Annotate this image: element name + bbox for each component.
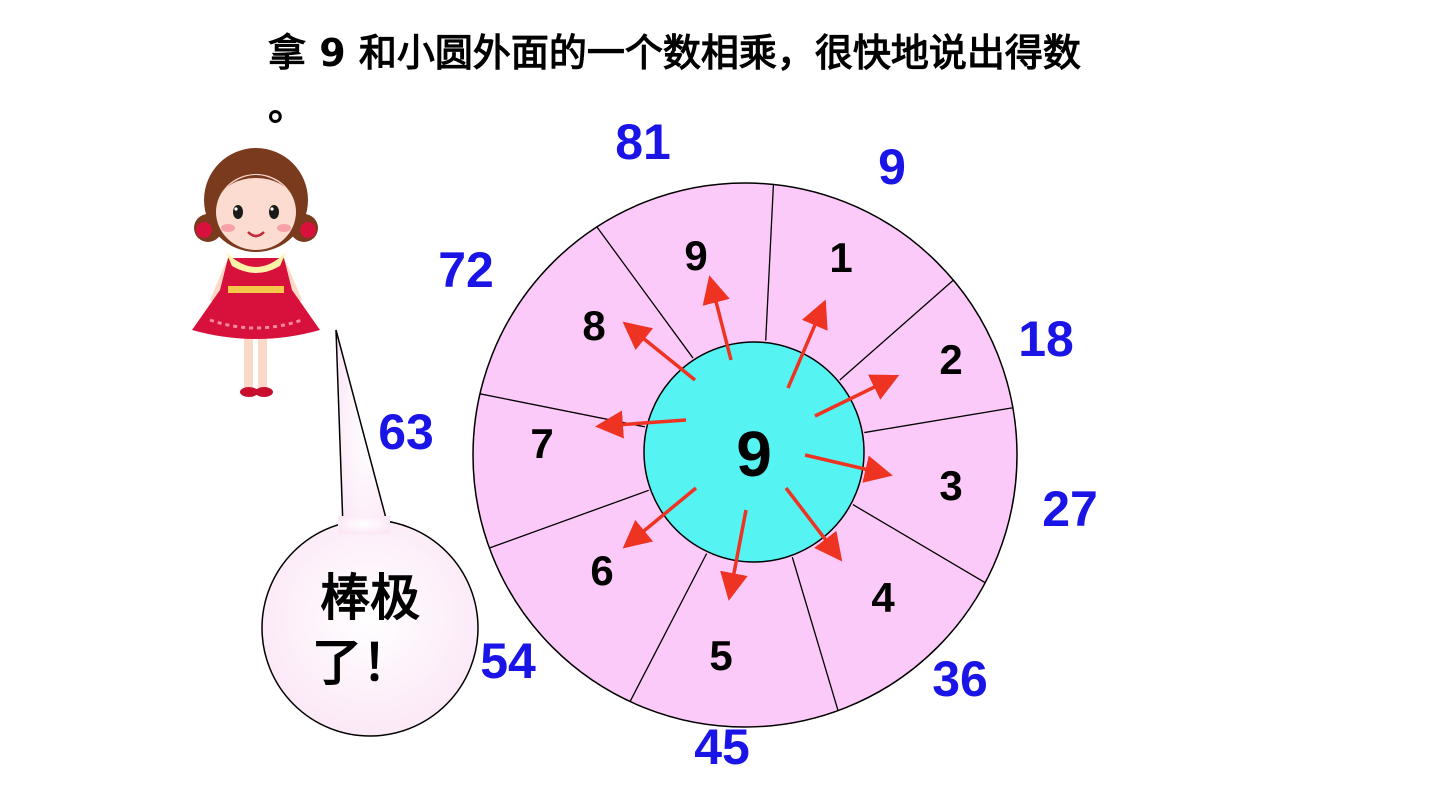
center-number: 9: [736, 418, 772, 490]
arrow: [595, 410, 687, 439]
girl-illustration: [192, 148, 320, 397]
segment-number: 8: [582, 302, 605, 349]
arrow: [702, 275, 733, 361]
segment-divider: [791, 557, 839, 711]
segment-number: 3: [939, 462, 962, 509]
arrow: [786, 299, 828, 389]
segment-number: 7: [530, 420, 553, 467]
product-number: 18: [1018, 311, 1074, 367]
product-number: 81: [615, 114, 671, 170]
segment-divider: [852, 504, 986, 584]
product-number: 45: [694, 719, 750, 775]
arrow: [804, 453, 893, 483]
arrow: [814, 374, 900, 418]
segment-number: 5: [709, 632, 732, 679]
segment-number: 9: [684, 232, 707, 279]
segment-divider: [864, 407, 1013, 434]
speech-bubble: 棒极 了！: [261, 329, 479, 737]
segment-labels: 1 2 3 4 5 6 7 8 9: [530, 232, 962, 679]
instruction-text: 拿 9 和小圆外面的一个数相乘，很快地说出得数 。: [268, 26, 1168, 134]
segment-divider: [765, 184, 775, 341]
product-number: 36: [932, 651, 988, 707]
speech-line-2: 了！: [312, 634, 412, 692]
arrow: [784, 486, 843, 562]
segment-number: 4: [871, 574, 895, 621]
product-number: 27: [1042, 481, 1098, 537]
arrow: [622, 321, 697, 382]
segment-number: 1: [829, 234, 852, 281]
segment-number: 6: [590, 547, 613, 594]
instruction-period: 。: [268, 85, 307, 129]
segment-divider: [596, 226, 694, 359]
segment-dividers: [479, 184, 1013, 711]
arrow: [622, 486, 698, 549]
product-number: 9: [878, 139, 906, 195]
product-number: 72: [438, 242, 494, 298]
product-number: 54: [480, 633, 536, 689]
multiplication-arrows: [595, 275, 900, 601]
segment-divider: [629, 553, 708, 702]
arrow: [720, 509, 748, 601]
segment-divider: [839, 279, 954, 381]
segment-number: 2: [939, 336, 962, 383]
speech-line-1: 棒极: [320, 569, 420, 627]
instruction-main: 拿 9 和小圆外面的一个数相乘，很快地说出得数: [268, 31, 1081, 75]
product-number: 63: [378, 404, 434, 460]
segment-divider: [489, 489, 649, 549]
center-circle: [643, 341, 865, 563]
